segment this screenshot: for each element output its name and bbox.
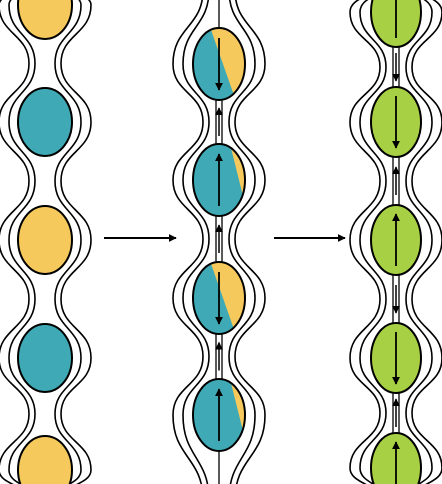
cell-4 [17, 323, 73, 393]
membrane-outer-right [411, 0, 442, 484]
membrane-inner-right [228, 0, 256, 484]
membrane-inner-left [182, 0, 210, 484]
cell-outline-2 [192, 143, 246, 217]
cell-outline-3 [192, 261, 246, 335]
cell-4 [193, 379, 245, 451]
membrane-inner-left [8, 0, 36, 484]
membrane-outer-right [60, 0, 92, 484]
cell-2 [193, 144, 245, 216]
cell-3 [193, 262, 245, 334]
cell-5 [17, 435, 73, 484]
cell-1 [193, 28, 245, 100]
strand-3 [349, 0, 442, 484]
cell-2 [17, 87, 73, 157]
membrane-inner-right [405, 0, 433, 484]
cell-half-b [193, 144, 245, 216]
cell-half-b [193, 379, 245, 451]
membrane-outer-left [349, 0, 381, 484]
cell-outline-4 [192, 378, 246, 452]
strand-1 [0, 0, 92, 484]
membrane-inner-right [54, 0, 82, 484]
membrane-outer-left [0, 0, 30, 484]
cell-1 [17, 0, 73, 40]
cell-3 [17, 205, 73, 275]
strand-2 [172, 0, 266, 484]
membrane-outer-right [234, 0, 266, 484]
membrane-outer-left [172, 0, 204, 484]
membrane-inner-left [359, 0, 387, 484]
cell-outline-1 [192, 27, 246, 101]
